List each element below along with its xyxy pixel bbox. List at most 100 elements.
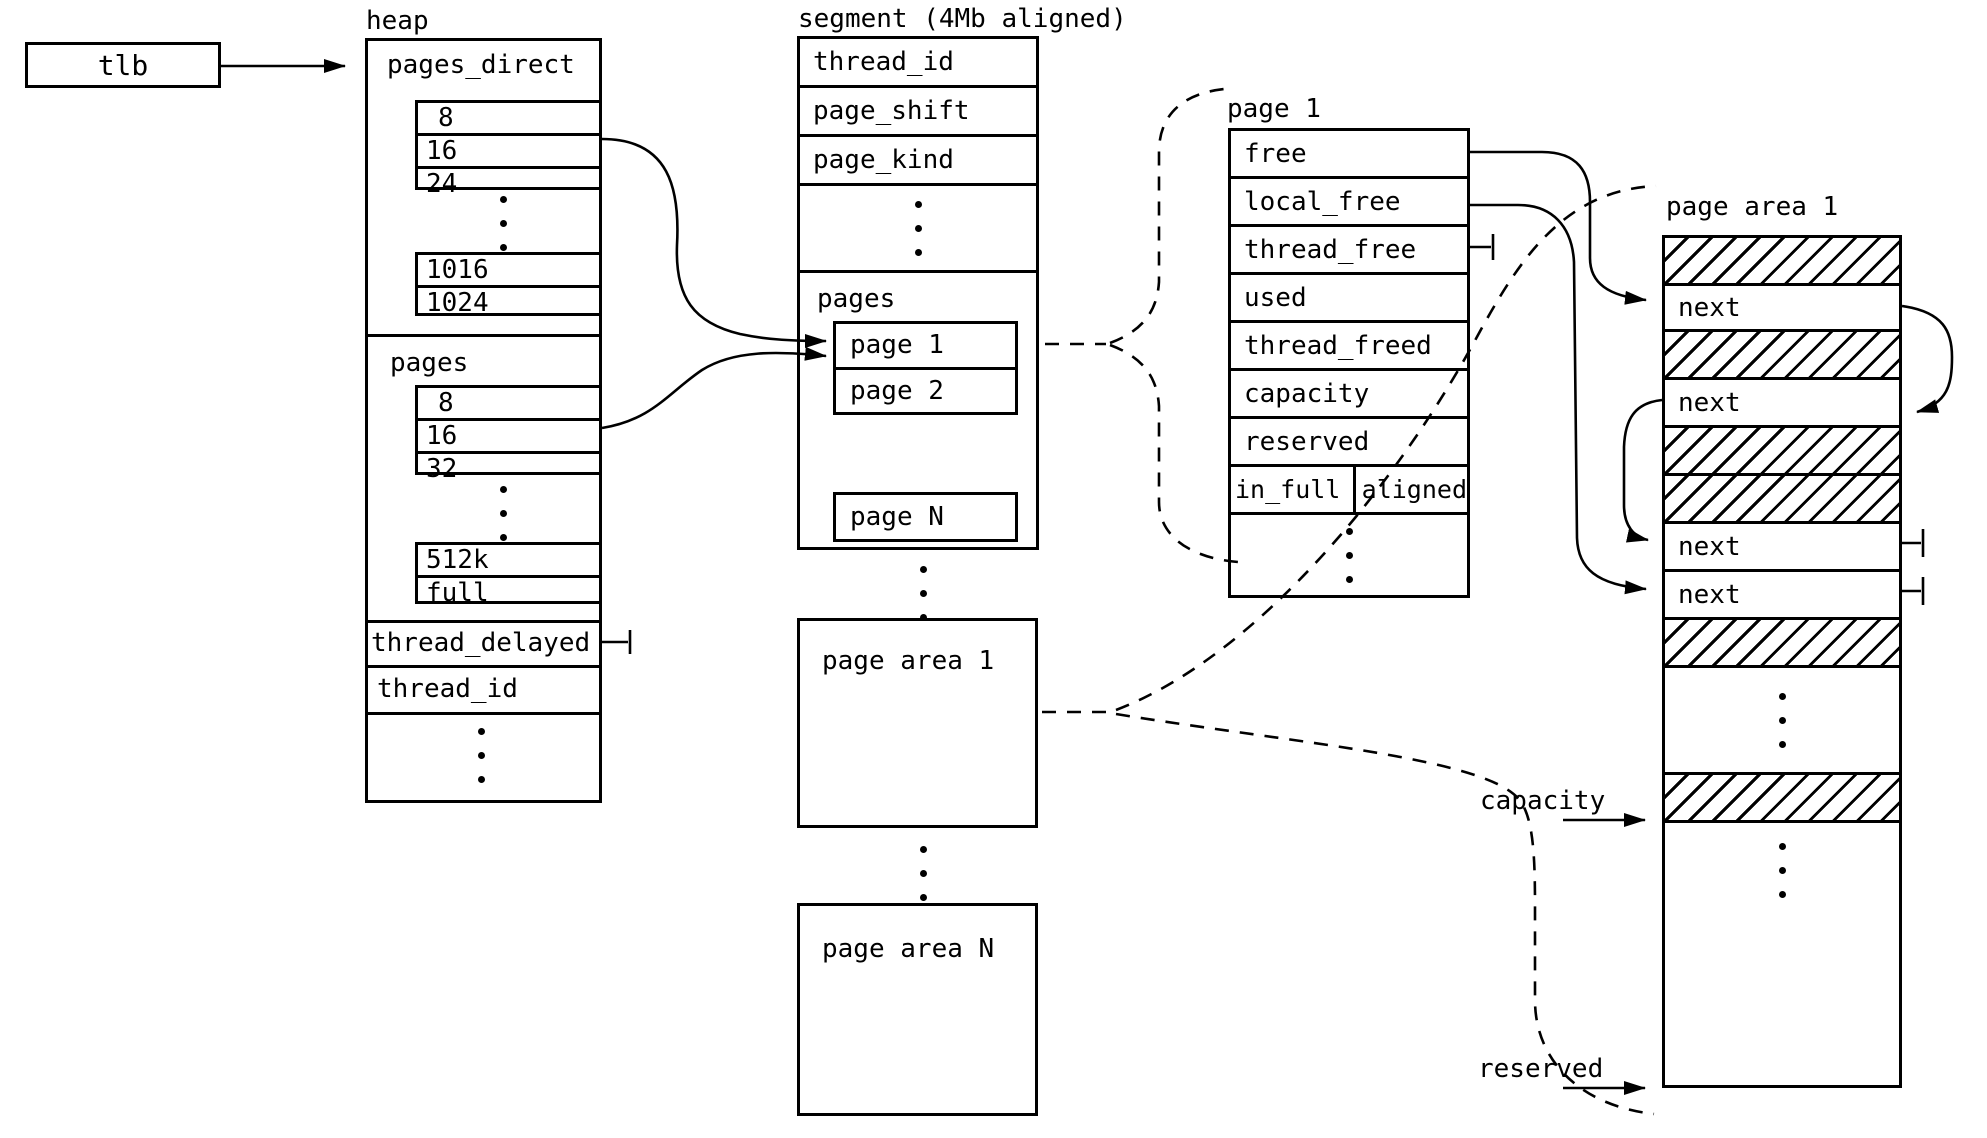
allocated-block	[1665, 238, 1899, 286]
page-flags-row: in_full aligned	[1231, 467, 1467, 515]
heap-thread-delayed-label: thread_delayed	[371, 628, 591, 658]
vertical-ellipsis	[1778, 843, 1786, 898]
page-field-row: capacity	[1231, 371, 1467, 419]
field-label: thread_freed	[1244, 330, 1432, 361]
vertical-ellipsis	[1778, 692, 1786, 748]
page-area-title: page area 1	[1666, 192, 1839, 222]
next4-null-terminator	[1902, 577, 1925, 605]
size-class-row: 32	[418, 454, 599, 484]
allocated-block	[1665, 620, 1899, 668]
thread-free-null-terminator	[1470, 234, 1495, 260]
page1-expansion-brace	[1045, 87, 1239, 564]
size-class-label: 24	[426, 169, 458, 199]
vertical-ellipsis	[478, 728, 485, 783]
capacity-pointer-label: capacity	[1480, 786, 1606, 816]
thread-delayed-null-terminator	[602, 630, 632, 654]
segment-page-area-1-box: page area 1	[797, 618, 1038, 828]
next-pointer-label: next	[1678, 292, 1741, 323]
page-field-row: used	[1231, 275, 1467, 323]
field-label: local_free	[1244, 186, 1401, 217]
segment-page-n-box: page N	[833, 492, 1018, 542]
field-label: thread_free	[1244, 234, 1417, 265]
local-free-to-next4-arrow	[1470, 203, 1647, 595]
segment-page-entry: page 1	[836, 324, 1015, 370]
page-field-row: local_free	[1231, 179, 1467, 227]
heap-row-divider	[365, 712, 602, 715]
heap-pages-direct-label: pages_direct	[387, 50, 575, 80]
segment-box: thread_id page_shift page_kind pages pag…	[797, 36, 1039, 550]
heap-section-divider	[365, 620, 602, 623]
segment-page-entry: page N	[836, 495, 1015, 539]
next-pointer-label: next	[1678, 387, 1741, 418]
page-field-row: reserved	[1231, 419, 1467, 467]
size-class-label: 16	[426, 136, 458, 166]
tlb-box: tlb	[25, 42, 221, 88]
segment-page-entry: page 2	[836, 370, 1015, 413]
block-ellipsis-cell	[1665, 668, 1899, 775]
size-class-row: 1024	[418, 288, 599, 318]
page-meta-title: page 1	[1227, 94, 1321, 124]
segment-field-row: thread_id	[800, 39, 1036, 88]
size-class-label: 32	[426, 454, 458, 484]
vertical-ellipsis	[914, 200, 922, 256]
size-class-row: full	[418, 578, 599, 608]
tlb-label: tlb	[97, 48, 149, 82]
size-class-row: 8	[418, 103, 599, 136]
next2-to-next3-arrow	[1622, 398, 1663, 543]
size-class-row: 16	[418, 421, 599, 454]
next-pointer-label: next	[1678, 531, 1741, 562]
field-label: used	[1244, 282, 1307, 313]
heap-thread-id-label: thread_id	[377, 674, 518, 704]
field-label: thread_id	[813, 47, 954, 77]
free-to-next1-arrow	[1470, 150, 1647, 305]
reserved-pointer-label: reserved	[1478, 1054, 1604, 1084]
size-class-label: 1024	[426, 288, 489, 318]
page-field-row: thread_free	[1231, 227, 1467, 275]
size-class-label: 8	[438, 388, 454, 418]
field-label: page_shift	[813, 96, 970, 126]
segment-page-area-n-box: page area N	[797, 903, 1038, 1116]
segment-pages-label: pages	[817, 284, 896, 314]
vertical-ellipsis	[500, 486, 507, 541]
field-label: capacity	[1244, 378, 1370, 409]
heap-pages-direct-top-box: 8 16 24	[415, 100, 602, 199]
vertical-ellipsis	[500, 196, 507, 251]
page-entry-label: page 1	[850, 330, 944, 361]
segment-ellipsis-row	[800, 186, 1036, 273]
size-class-row: 1016	[418, 255, 599, 288]
size-class-row: 16	[418, 136, 599, 169]
in-full-flag: in_full	[1231, 467, 1356, 512]
free-block: next	[1665, 524, 1899, 572]
unused-region	[1665, 823, 1899, 1085]
page-field-row: free	[1231, 131, 1467, 179]
vertical-ellipsis	[1345, 527, 1353, 583]
allocated-block	[1665, 476, 1899, 524]
field-label: reserved	[1244, 426, 1370, 457]
size-class-label: full	[426, 578, 489, 608]
size-class-label: 1016	[426, 255, 489, 285]
allocated-block	[1665, 332, 1899, 380]
page-area-column: next next next next	[1662, 235, 1902, 1088]
size-class-row: 8	[418, 388, 599, 421]
heap-row-divider	[365, 665, 602, 668]
size-class-label: 8	[438, 103, 454, 133]
field-label: free	[1244, 138, 1307, 169]
page-entry-label: page 2	[850, 375, 944, 406]
page-meta-box: free local_free thread_free used thread_…	[1228, 128, 1470, 598]
vertical-ellipsis	[920, 846, 927, 901]
segment-page-list-box: page 1 page 2	[833, 321, 1018, 415]
vertical-ellipsis	[920, 566, 927, 621]
pages-direct-to-page1-arrow	[601, 137, 827, 348]
heap-pages-bottom-box: 512k full	[415, 542, 602, 608]
page-meta-ellipsis-row	[1231, 515, 1467, 595]
heap-title: heap	[366, 6, 429, 36]
page-entry-label: page N	[850, 502, 944, 532]
segment-field-row: page_kind	[800, 137, 1036, 186]
field-label: page_kind	[813, 145, 954, 175]
page-field-row: thread_freed	[1231, 323, 1467, 371]
aligned-flag: aligned	[1361, 475, 1467, 504]
next1-to-next2-arrow	[1901, 304, 1954, 414]
next3-null-terminator	[1902, 529, 1925, 557]
heap-pages-direct-bottom-box: 1016 1024	[415, 252, 602, 318]
heap-section-divider	[365, 334, 602, 337]
